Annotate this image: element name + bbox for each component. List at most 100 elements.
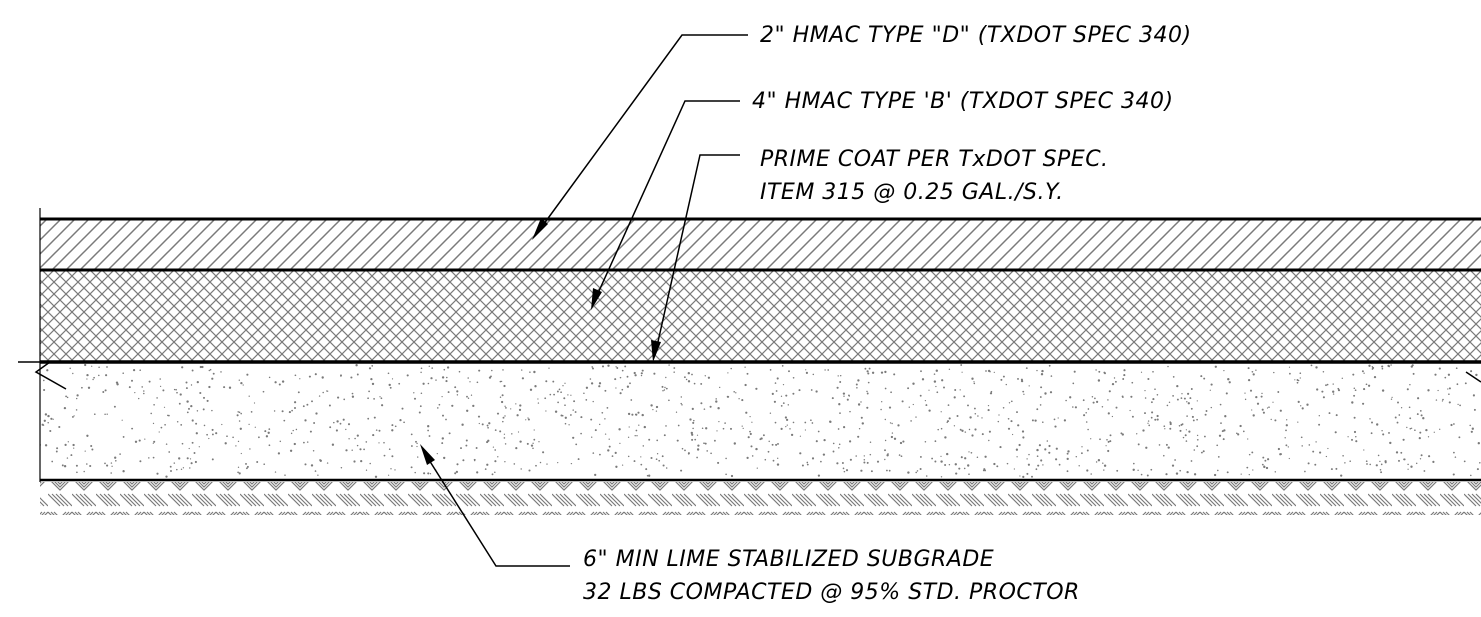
stipple-dot: [935, 369, 938, 372]
stipple-dot: [394, 425, 397, 428]
stipple-dot: [306, 441, 309, 443]
stipple-dot: [973, 381, 975, 383]
stipple-dot: [1441, 400, 1444, 402]
stipple-dot: [1178, 425, 1181, 427]
leader-hmac-b: [591, 100, 740, 310]
stipple-dot: [869, 441, 872, 444]
stipple-dot: [1365, 460, 1368, 463]
stipple-dot: [630, 399, 633, 401]
stipple-dot: [624, 365, 627, 368]
stipple-dot: [1040, 373, 1044, 376]
stipple-dot: [799, 435, 802, 437]
stipple-dot: [64, 443, 67, 447]
stipple-dot: [1026, 458, 1028, 460]
stipple-dot: [238, 411, 241, 414]
stipple-dot: [715, 398, 717, 400]
stipple-dot: [900, 455, 903, 458]
stipple-dot: [1015, 448, 1019, 451]
stipple-dot: [1106, 439, 1108, 441]
stipple-dot: [747, 436, 750, 439]
stipple-dot: [655, 410, 658, 412]
stipple-dot: [1022, 390, 1025, 393]
stipple-dot: [756, 467, 758, 469]
stipple-dot: [1384, 461, 1387, 464]
stipple-dot: [1285, 444, 1288, 447]
stipple-dot: [335, 429, 338, 432]
stipple-dot: [67, 441, 69, 443]
stipple-dot: [46, 369, 49, 372]
stipple-dot: [1267, 458, 1270, 461]
stipple-dot: [831, 397, 834, 400]
stipple-dot: [1368, 364, 1371, 367]
stipple-dot: [293, 442, 296, 446]
stipple-dot: [1228, 381, 1231, 384]
stipple-dot: [460, 447, 462, 450]
stipple-dot: [1262, 456, 1265, 459]
stipple-dot: [1109, 440, 1112, 443]
stipple-dot: [680, 469, 683, 472]
stipple-dot: [211, 433, 214, 436]
stipple-dot: [1017, 377, 1019, 380]
stipple-dot: [189, 458, 192, 460]
stipple-dot: [592, 367, 594, 370]
stipple-dot: [72, 443, 75, 447]
stipple-dot: [1140, 371, 1143, 373]
stipple-dot: [1026, 472, 1029, 475]
stipple-dot: [764, 458, 767, 461]
stipple-dot: [899, 441, 903, 445]
stipple-dot: [178, 457, 181, 460]
stipple-dot: [652, 408, 654, 411]
stipple-dot: [476, 381, 479, 384]
stipple-dot: [353, 460, 356, 463]
stipple-dot: [538, 441, 540, 443]
stipple-dot: [295, 428, 298, 431]
stipple-dot: [718, 420, 720, 423]
stipple-dot: [427, 382, 430, 385]
stipple-dot: [533, 438, 536, 441]
stipple-dot: [1189, 397, 1192, 400]
stipple-dot: [1312, 450, 1315, 453]
stipple-dot: [1251, 451, 1254, 454]
stipple-dot: [842, 467, 845, 470]
stipple-dot: [1420, 414, 1423, 417]
stipple-dot: [539, 461, 542, 464]
stipple-dot: [1131, 415, 1134, 418]
stipple-dot: [640, 374, 643, 377]
stipple-dot: [591, 436, 593, 438]
stipple-dot: [1248, 453, 1251, 456]
stipple-dot: [521, 377, 525, 380]
stipple-dot: [1260, 395, 1263, 398]
stipple-dot: [1361, 370, 1364, 373]
stipple-dot: [564, 422, 567, 425]
stipple-dot: [1252, 414, 1255, 417]
stipple-dot: [594, 473, 597, 477]
stipple-dot: [970, 451, 973, 454]
stipple-dot: [206, 433, 208, 436]
stipple-dot: [179, 393, 182, 396]
stipple-dot: [1352, 373, 1355, 376]
stipple-dot: [238, 379, 240, 381]
stipple-dot: [759, 438, 762, 441]
stipple-dot: [838, 443, 841, 446]
stipple-dot: [527, 417, 529, 419]
stipple-dot: [640, 456, 642, 458]
stipple-dot: [940, 476, 943, 478]
stipple-dot: [1065, 399, 1067, 402]
stipple-dot: [237, 466, 240, 468]
stipple-dot: [500, 400, 504, 404]
stipple-dot: [1277, 391, 1280, 393]
stipple-dot: [191, 369, 194, 372]
stipple-dot: [502, 369, 504, 371]
stipple-dot: [1163, 454, 1165, 457]
stipple-dot: [436, 452, 438, 455]
stipple-dot: [208, 437, 210, 440]
stipple-dot: [208, 385, 211, 389]
stipple-dot: [318, 395, 321, 397]
stipple-dot: [211, 428, 214, 431]
stipple-dot: [880, 408, 882, 411]
stipple-dot: [388, 383, 391, 387]
stipple-dot: [1296, 379, 1299, 381]
stipple-dot: [228, 386, 232, 389]
stipple-dot: [43, 379, 45, 382]
